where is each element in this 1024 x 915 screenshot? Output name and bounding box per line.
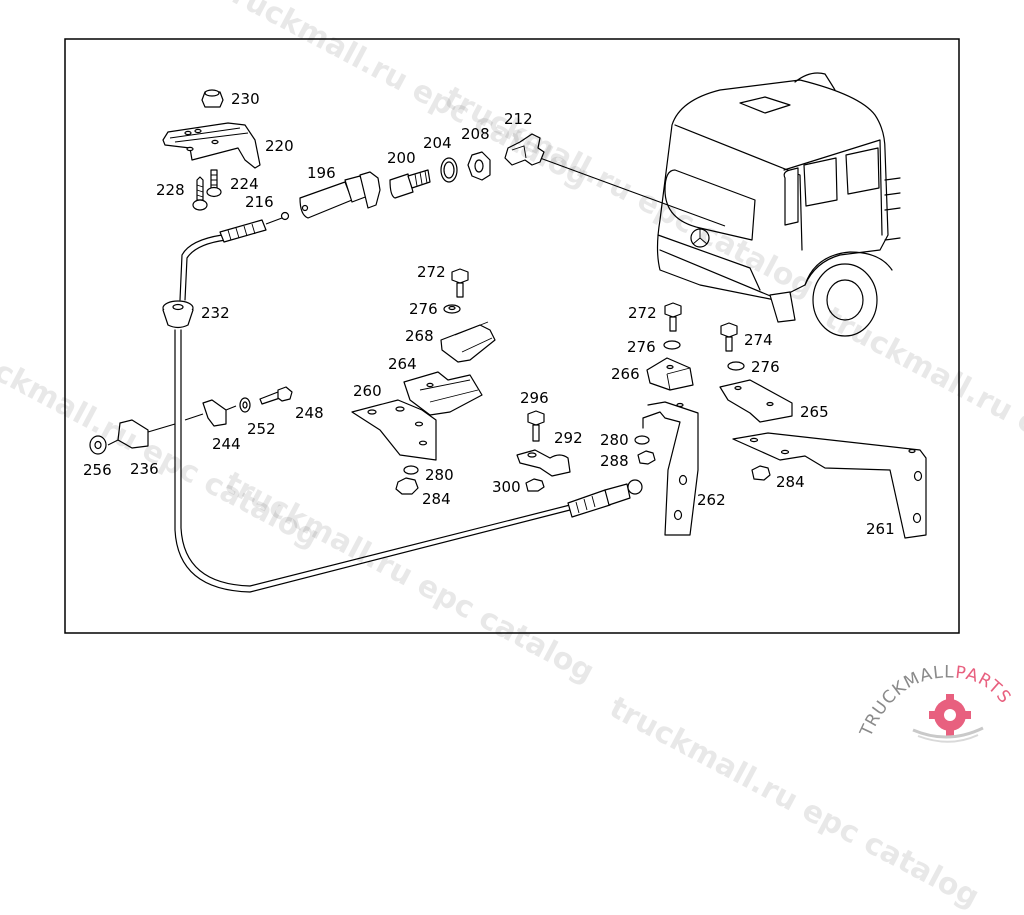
- logo-text-primary: TRUCKMALL: [858, 662, 955, 740]
- callout-230: 230: [231, 90, 260, 108]
- part-256-nut: [89, 435, 107, 455]
- part-288-nut: [637, 450, 656, 465]
- callout-268: 268: [405, 327, 434, 345]
- part-200-adapter: [389, 169, 431, 199]
- logo-text-accent: PARTS: [954, 663, 1015, 708]
- part-208-nut: [467, 151, 491, 181]
- callout-300: 300: [492, 478, 521, 496]
- part-204-ring: [440, 157, 458, 183]
- part-300-nut: [525, 478, 545, 492]
- part-262-bracket: [642, 401, 699, 536]
- callout-284-b: 284: [776, 473, 805, 491]
- callout-261: 261: [866, 520, 895, 538]
- part-284-nut-a: [395, 477, 419, 495]
- callout-260: 260: [353, 382, 382, 400]
- parts-diagram-stage: 230 220 228 224 216 196 200 204 208 212 …: [64, 38, 960, 634]
- callout-276-a: 276: [409, 300, 438, 318]
- part-284-nut-b: [751, 465, 771, 481]
- part-212-knob: [504, 133, 545, 166]
- control-cable: [174, 211, 643, 593]
- part-236-clip-holder: [107, 419, 176, 449]
- callout-196: 196: [307, 164, 336, 182]
- callout-232: 232: [201, 304, 230, 322]
- part-196-connector: [299, 171, 381, 219]
- callout-262: 262: [697, 491, 726, 509]
- callout-284-a: 284: [422, 490, 451, 508]
- part-276-washer-c: [727, 361, 745, 371]
- callout-280-b: 280: [600, 431, 629, 449]
- callout-224: 224: [230, 175, 259, 193]
- callout-252: 252: [247, 420, 276, 438]
- part-220-bracket: [162, 122, 261, 169]
- part-276-washer-a: [443, 304, 461, 314]
- callout-265: 265: [800, 403, 829, 421]
- part-266-clamp-block: [646, 357, 694, 391]
- callout-204: 204: [423, 134, 452, 152]
- part-252-washer: [239, 397, 251, 413]
- callout-228: 228: [156, 181, 185, 199]
- callout-220: 220: [265, 137, 294, 155]
- part-224-bolt: [206, 169, 222, 198]
- callout-266: 266: [611, 365, 640, 383]
- part-268-clamp-half: [440, 321, 496, 363]
- part-244-clip: [184, 399, 237, 427]
- logo-graphic: TRUCKMALLPARTS: [856, 662, 1015, 743]
- callout-256: 256: [83, 461, 112, 479]
- callout-280-a: 280: [425, 466, 454, 484]
- callout-208: 208: [461, 125, 490, 143]
- callout-248: 248: [295, 404, 324, 422]
- diagram-frame: [64, 38, 960, 634]
- part-272-bolt-b: [664, 302, 682, 332]
- part-276-washer-b: [663, 340, 681, 350]
- part-248-bolt: [259, 386, 293, 405]
- part-280-spring-washer-a: [403, 465, 419, 475]
- truckmallparts-logo: TRUCKMALLPARTS: [856, 660, 1024, 750]
- parts-diagram: 230 220 228 224 216 196 200 204 208 212 …: [64, 38, 960, 634]
- part-280-spring-washer-b: [634, 435, 650, 445]
- callout-212: 212: [504, 110, 533, 128]
- part-264-clamp: [403, 371, 483, 416]
- part-261-bracket: [732, 432, 927, 539]
- callout-236: 236: [130, 460, 159, 478]
- callout-292: 292: [554, 429, 583, 447]
- callout-288: 288: [600, 452, 629, 470]
- callout-274: 274: [744, 331, 773, 349]
- part-260-bracket: [351, 399, 437, 461]
- callout-labels: 230 220 228 224 216 196 200 204 208 212 …: [83, 90, 895, 538]
- part-274-bolt: [720, 322, 738, 352]
- callout-200: 200: [387, 149, 416, 167]
- part-292-clamp: [516, 449, 571, 477]
- truck-cab-illustration: [539, 72, 901, 337]
- callout-276-c: 276: [751, 358, 780, 376]
- part-296-bolt: [527, 410, 545, 442]
- callout-244: 244: [212, 435, 241, 453]
- callout-264: 264: [388, 355, 417, 373]
- callout-296: 296: [520, 389, 549, 407]
- part-272-bolt-a: [451, 268, 469, 298]
- part-265-clamp-block: [719, 379, 793, 423]
- logo-text: TRUCKMALLPARTS: [858, 662, 1015, 740]
- gear-icon: [912, 694, 984, 743]
- callout-216: 216: [245, 193, 274, 211]
- part-230-nut: [201, 89, 224, 108]
- part-232-grommet: [162, 300, 194, 329]
- callout-272-a: 272: [417, 263, 446, 281]
- part-228-screw: [192, 176, 208, 211]
- callout-272-b: 272: [628, 304, 657, 322]
- callout-276-b: 276: [627, 338, 656, 356]
